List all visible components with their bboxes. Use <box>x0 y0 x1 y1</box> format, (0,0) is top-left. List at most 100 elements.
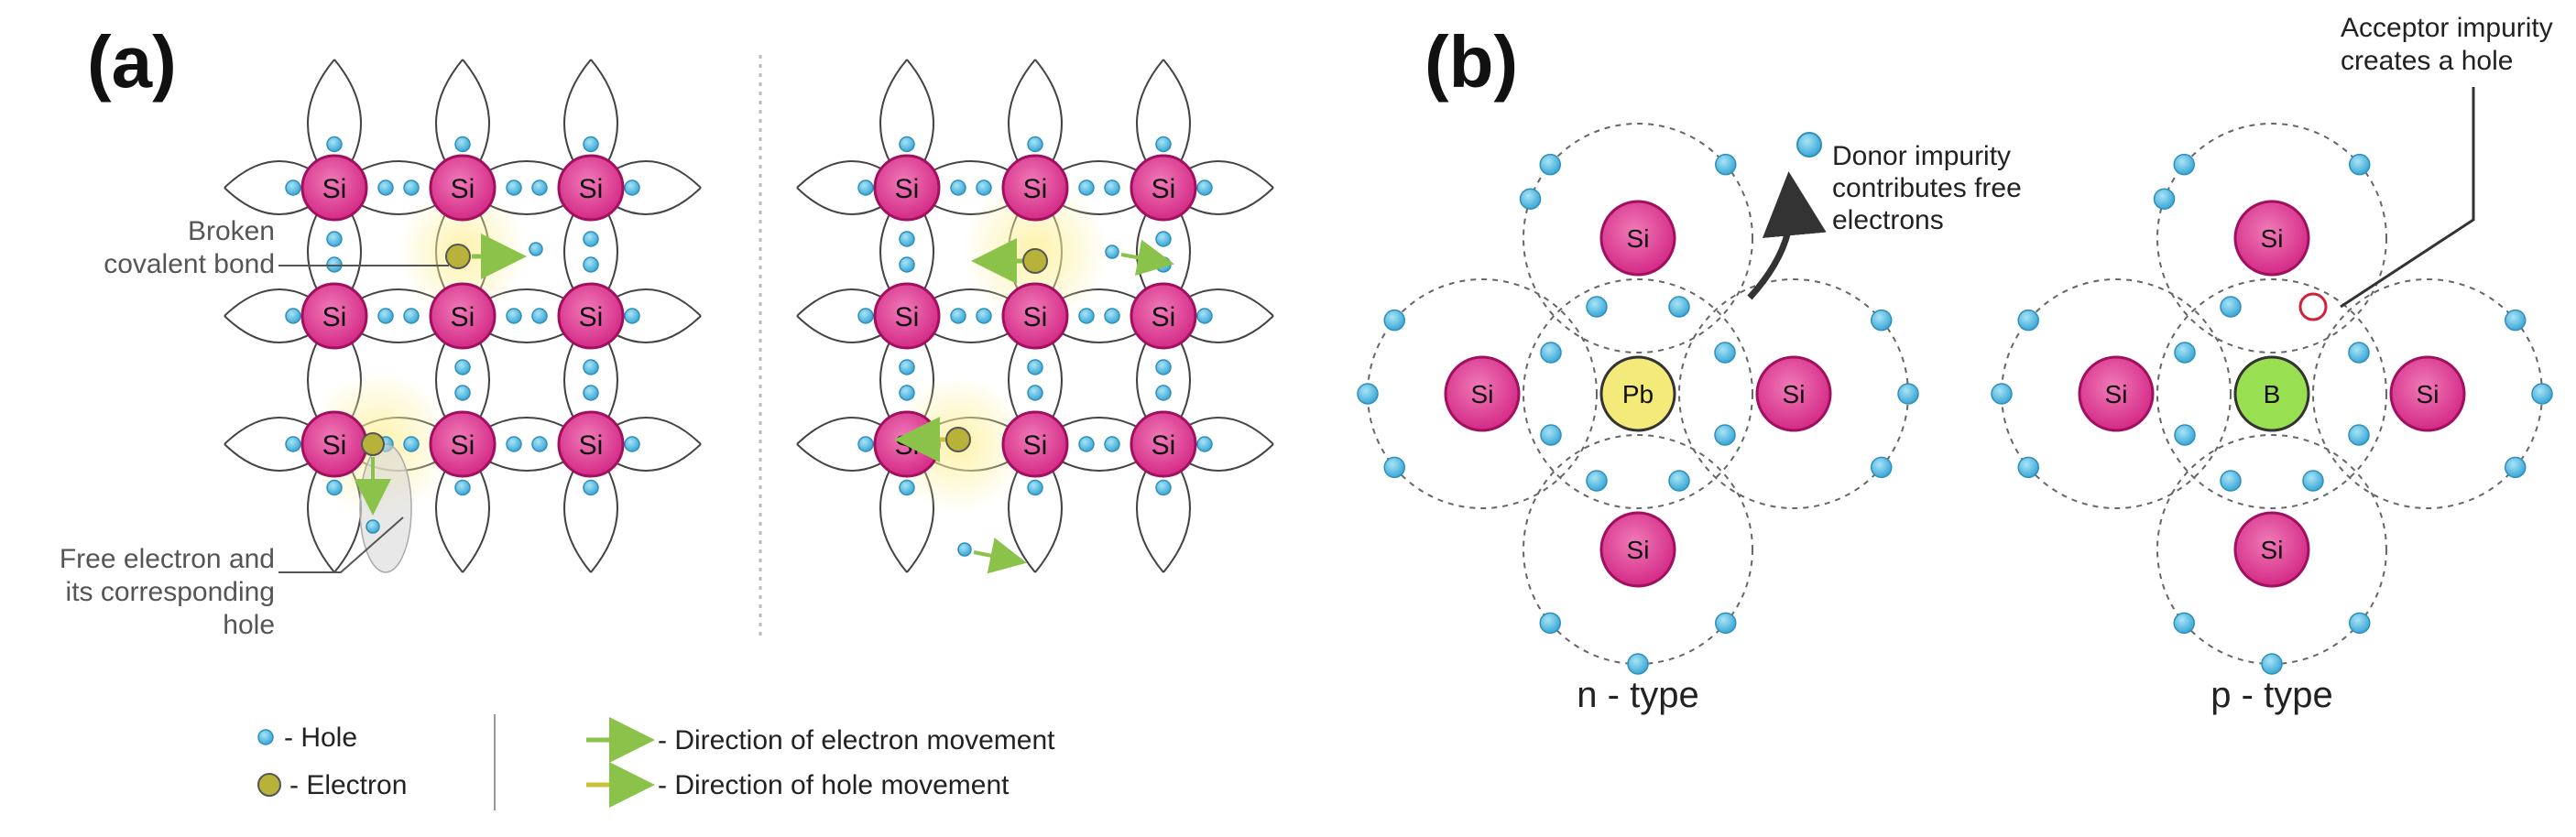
panel-b-label: (b) <box>1424 21 1518 103</box>
legend-hole-movement-label: - Direction of hole movement <box>658 770 1010 800</box>
electron-arrow <box>1120 239 1174 277</box>
valence-electron <box>2173 612 2195 635</box>
si-atom-0-1 <box>429 154 497 222</box>
si-atom-0-0 <box>873 154 941 222</box>
valence-electron <box>1196 179 1213 196</box>
dopant-center-atom-p-label: B <box>2264 380 2281 408</box>
valence-electron <box>1078 308 1095 324</box>
si-atom-1-2-label: Si <box>579 302 604 332</box>
si-atom-0-2 <box>557 154 625 222</box>
valence-electron <box>2174 342 2196 364</box>
annotation-free-line1: Free electron and <box>60 544 275 574</box>
valence-electron <box>506 308 522 324</box>
si-atom-1-0-label: Si <box>322 302 347 332</box>
valence-electron <box>2302 470 2324 492</box>
valence-electron <box>1078 436 1095 452</box>
si-atom-1-2 <box>1130 282 1197 350</box>
si-atom-1-1-label: Si <box>1023 302 1048 332</box>
excited-electron <box>1105 245 1119 259</box>
si-atom-1-2-label: Si <box>1152 302 1176 332</box>
dopant-si-atom-n-1 <box>1444 355 1521 432</box>
orbit-ring <box>2156 123 2387 353</box>
valence-electron <box>1519 188 1542 210</box>
valence-electron <box>1540 342 1562 364</box>
dopant-center-atom-n <box>1599 355 1676 432</box>
valence-electron <box>1715 612 1737 635</box>
n-type-annotation-line2: contributes free <box>1832 173 2022 203</box>
valence-electron <box>454 385 471 401</box>
valence-electron <box>2017 309 2039 332</box>
valence-electron <box>2348 424 2370 446</box>
valence-electron <box>1104 308 1120 324</box>
si-atom-0-1-label: Si <box>451 174 475 204</box>
dopant-si-atom-n-0-label: Si <box>1627 224 1650 253</box>
valence-electron <box>583 479 599 496</box>
p-type-annotation-line1: Acceptor impurity <box>2341 13 2553 43</box>
valence-electron <box>506 179 522 196</box>
valence-electron <box>857 308 874 324</box>
dopant-si-atom-p-0-label: Si <box>2261 224 2284 253</box>
si-atom-0-2-label: Si <box>579 174 604 204</box>
valence-electron <box>403 308 420 324</box>
dopant-si-atom-n-2-label: Si <box>1783 380 1806 408</box>
valence-electron <box>1714 424 1736 446</box>
hole-region <box>359 443 412 573</box>
si-atom-0-0 <box>300 154 368 222</box>
free-electron <box>945 427 971 452</box>
si-atom-1-0-label: Si <box>895 302 920 332</box>
valence-electron <box>2531 383 2553 405</box>
valence-electron <box>624 179 640 196</box>
donor-free-electron <box>1796 132 1822 158</box>
valence-electron <box>1027 479 1043 496</box>
valence-electron <box>2174 424 2196 446</box>
legend: - Hole - Electron - Direction of electro… <box>257 714 1055 810</box>
legend-hole-dot <box>257 729 274 745</box>
valence-electron <box>1871 456 1893 479</box>
valence-electron <box>1714 342 1736 364</box>
valence-electron <box>1155 479 1172 496</box>
si-atom-2-2-label: Si <box>1152 430 1176 461</box>
si-atom-1-0 <box>873 282 941 350</box>
valence-electron <box>1715 153 1737 176</box>
dopant-center-atom-p <box>2233 355 2310 432</box>
orbit-ring <box>1367 278 1598 509</box>
si-atom-2-0-label: Si <box>895 430 920 461</box>
valence-electron <box>1104 436 1120 452</box>
legend-electron-label: - Electron <box>289 770 407 800</box>
si-atom-1-1 <box>1001 282 1069 350</box>
valence-electron <box>285 308 301 324</box>
valence-electron <box>531 179 548 196</box>
valence-electron <box>1668 470 1690 492</box>
valence-electron <box>1540 424 1562 446</box>
valence-electron <box>857 436 874 452</box>
si-atom-2-2-label: Si <box>579 430 604 461</box>
valence-electron <box>1027 385 1043 401</box>
si-atom-1-1 <box>429 282 497 350</box>
annotation-broken-line1: Broken <box>188 216 275 246</box>
si-atom-0-0-label: Si <box>895 174 920 204</box>
si-atom-2-2 <box>557 410 625 478</box>
si-atom-2-1 <box>429 410 497 478</box>
valence-electron <box>2153 188 2176 210</box>
valence-electron <box>2505 456 2527 479</box>
si-atom-2-1 <box>1001 410 1069 478</box>
valence-electron <box>1539 612 1561 635</box>
si-atom-1-0 <box>300 282 368 350</box>
valence-electron <box>899 385 915 401</box>
annotation-broken-bond: Broken covalent bond <box>104 216 449 279</box>
excited-electron <box>366 519 380 534</box>
legend-electron-dot <box>257 773 281 797</box>
valence-electron <box>1155 231 1172 247</box>
si-atom-0-1-label: Si <box>1023 174 1048 204</box>
valence-electron <box>857 179 874 196</box>
panel-a-label: (a) <box>87 21 177 103</box>
valence-electron <box>976 179 992 196</box>
valence-electron <box>1586 470 1608 492</box>
orbit-ring <box>2001 278 2232 509</box>
valence-electron <box>2349 612 2371 635</box>
valence-electron <box>1155 385 1172 401</box>
valence-electron <box>899 231 915 247</box>
